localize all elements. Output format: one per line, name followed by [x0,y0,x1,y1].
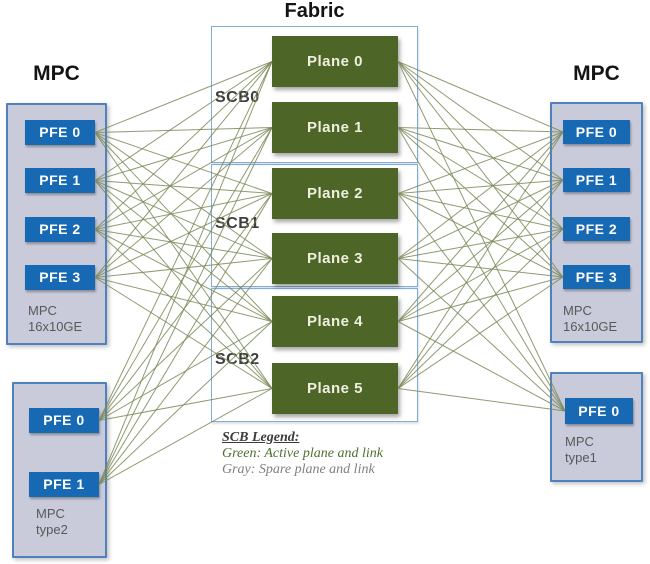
plane-4: Plane 4 [272,296,398,347]
pfe-right16-2: PFE 2 [563,217,630,241]
right-mpc-16x-caption: MPC 16x10GE [563,303,617,335]
left-mpc-title: MPC [33,62,80,85]
left-mpc-type2-caption: MPC type2 [36,506,68,538]
caption-line: MPC [563,303,592,318]
pfe-left16-0: PFE 0 [25,120,95,145]
legend-gray-line: Gray: Spare plane and link [222,462,375,477]
fabric-title: Fabric [284,0,345,22]
right-mpc-type1-box [550,372,643,482]
plane-0: Plane 0 [272,36,398,87]
caption-line: type2 [36,522,68,537]
scb-legend: SCB Legend: Green: Active plane and link… [222,430,383,478]
pfe-right16-0: PFE 0 [563,120,630,144]
plane-2: Plane 2 [272,168,398,219]
caption-line: MPC [28,303,57,318]
pfe-right16-3: PFE 3 [563,265,630,289]
pfe-left2-0: PFE 0 [29,408,99,433]
pfe-left16-3: PFE 3 [25,265,95,290]
plane-3: Plane 3 [272,233,398,284]
legend-title: SCB Legend: [222,430,300,445]
scb2-label: SCB2 [215,351,260,368]
pfe-left16-2: PFE 2 [25,217,95,242]
caption-line: type1 [565,450,597,465]
plane-5: Plane 5 [272,363,398,414]
caption-line: 16x10GE [563,319,618,334]
pfe-right16-1: PFE 1 [563,168,630,192]
legend-green-line: Green: Active plane and link [222,446,383,461]
pfe-left16-1: PFE 1 [25,168,95,193]
right-mpc-type1-caption: MPC type1 [565,434,597,466]
plane-1: Plane 1 [272,102,398,153]
scb1-label: SCB1 [215,215,260,232]
pfe-left2-1: PFE 1 [29,472,99,497]
caption-line: MPC [565,434,594,449]
caption-line: 16x10GE [28,319,83,334]
left-mpc-16x-caption: MPC 16x10GE [28,303,82,335]
scb0-label: SCB0 [215,89,260,106]
pfe-right1-0: PFE 0 [565,398,633,424]
right-mpc-title: MPC [573,62,620,85]
caption-line: MPC [36,506,65,521]
